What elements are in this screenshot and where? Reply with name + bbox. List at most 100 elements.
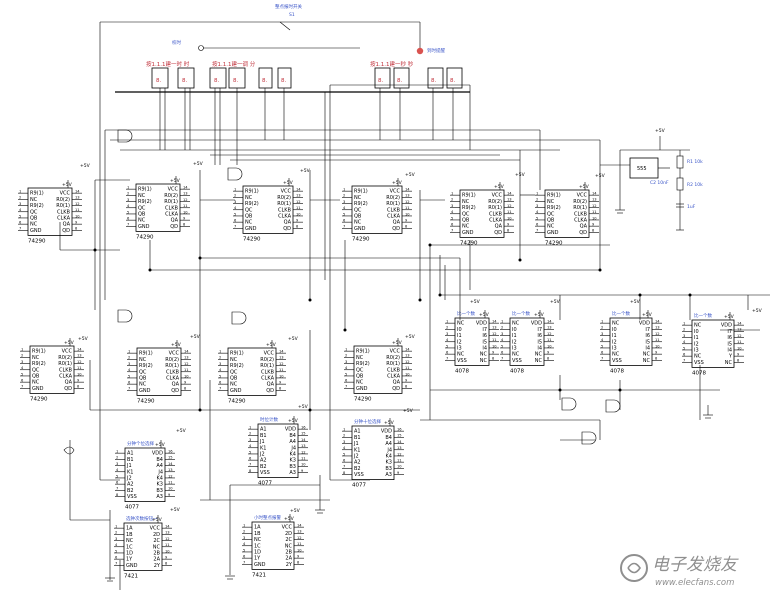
pin-label: NC [547, 199, 555, 205]
pin-number: 13 [405, 354, 410, 358]
vcc-label: +5V [392, 340, 403, 346]
ground-icon [315, 509, 325, 514]
pin-label: I5 [482, 339, 487, 345]
pin-label: GND [126, 563, 138, 569]
pin-number: 6 [249, 456, 252, 460]
pin-label: R9(1) [356, 349, 370, 355]
pin-label: R0(1) [277, 201, 291, 207]
hour-switch-label: 整点报时开关 [275, 3, 302, 10]
pin-label: NC [32, 380, 40, 386]
pin-label: QD [494, 230, 502, 236]
pin-number: 12 [655, 332, 660, 336]
pin-number: 1 [501, 319, 503, 323]
pin-label: QA [393, 380, 401, 386]
pin-label: R0(1) [488, 205, 502, 211]
seven-seg-display: 8. [151, 67, 169, 89]
pin-label: NC [254, 537, 262, 543]
pin-number: 3 [343, 200, 345, 204]
pin-number: 7 [128, 387, 130, 391]
time-set-button[interactable] [198, 45, 204, 51]
pin-label: NC [480, 358, 488, 364]
pin-label: 2Y [286, 562, 293, 568]
pin-number: 6 [343, 458, 346, 462]
pin-number: 12 [592, 204, 597, 208]
pin-number: 8 [165, 562, 168, 566]
pin-number: 4 [683, 340, 686, 344]
pin-label: R0(2) [386, 355, 400, 361]
pin-label: QA [65, 380, 73, 386]
pin-label: VSS [694, 360, 704, 366]
pin-label: R9(2) [138, 199, 152, 205]
pin-label: 1Y [254, 556, 261, 562]
pin-label: NC [354, 220, 362, 226]
pin-number: 10 [183, 210, 188, 214]
pin-number: 14 [507, 191, 512, 195]
pin-number: 12 [296, 200, 301, 204]
pin-label: A4 [156, 463, 163, 469]
pin-label: NC [457, 321, 465, 327]
pin-label: CLKB [57, 209, 71, 215]
pin-number: 10 [405, 372, 410, 376]
pin-label: A2 [127, 482, 134, 488]
and-gate-icon [117, 129, 133, 143]
pin-label: A2 [354, 460, 361, 466]
pin-number: 7 [343, 225, 345, 229]
vcc-label: +5V [298, 404, 309, 410]
watermark: 电子发烧友 www.elecfans.com [620, 554, 739, 588]
part-number: 74290 [243, 236, 261, 242]
pin-label: NC [694, 323, 702, 329]
pin-number: 2 [451, 198, 453, 202]
pin-label: GND [32, 386, 44, 392]
pin-number: 4 [446, 338, 449, 342]
pin-label: I6 [482, 333, 487, 339]
pin-label: NC [643, 358, 651, 364]
pin-label: A3 [156, 494, 163, 500]
pin-number: 14 [547, 319, 552, 323]
pin-number: 9 [655, 350, 658, 354]
pin-number: 9 [547, 350, 550, 354]
pin-number: 11 [297, 542, 302, 546]
vcc-label: +5V [470, 299, 481, 305]
brand-url: www.elecfans.com [655, 578, 734, 588]
seven-seg-display: 8. [209, 67, 227, 89]
pin-number: 13 [75, 196, 80, 200]
display-sec-label: 按1.1.1建一秒 秒 [370, 60, 414, 68]
pin-label: I2 [694, 341, 699, 347]
routing-wires [59, 130, 770, 590]
pin-label: VDD [381, 429, 392, 435]
svg-text:8.: 8. [156, 78, 161, 84]
pin-label: R9(2) [139, 363, 153, 369]
pin-number: 3 [683, 334, 685, 338]
vcc-label: +5V [384, 420, 395, 426]
pin-label: NC [126, 538, 134, 544]
pin-label: 2C [285, 537, 292, 543]
pin-number: 11 [301, 456, 306, 460]
pin-number: 16 [168, 449, 173, 453]
pin-number: 12 [184, 362, 189, 366]
pin-number: 4 [601, 338, 604, 342]
part-number: 4078 [610, 368, 624, 374]
pin-label: NC [245, 220, 253, 226]
pin-number: 4 [343, 446, 346, 450]
chip-title: 分钟个位选择 [127, 440, 154, 447]
part-number: 74290 [352, 236, 370, 242]
pin-label: QB [32, 373, 40, 379]
pin-label: 2D [285, 531, 292, 537]
pin-label: 2A [285, 556, 292, 562]
pin-number: 8 [592, 229, 595, 233]
pin-label: R9(1) [30, 191, 44, 197]
pin-number: 9 [301, 469, 304, 473]
pin-label: CLKA [387, 373, 400, 379]
display-min-label: 按1.1.1建一调 分 [212, 60, 256, 68]
vcc-label: +5V [579, 184, 590, 190]
pin-label: A3 [385, 472, 392, 478]
pin-number: 2 [116, 456, 118, 460]
pin-number: 2 [219, 356, 221, 360]
pin-number: 2 [127, 192, 129, 196]
pin-label: 2B [285, 549, 292, 555]
pin-label: VCC [168, 187, 179, 193]
pin-number: 16 [301, 425, 306, 429]
pin-number: 5 [343, 452, 345, 456]
pin-label: NC [285, 543, 293, 549]
